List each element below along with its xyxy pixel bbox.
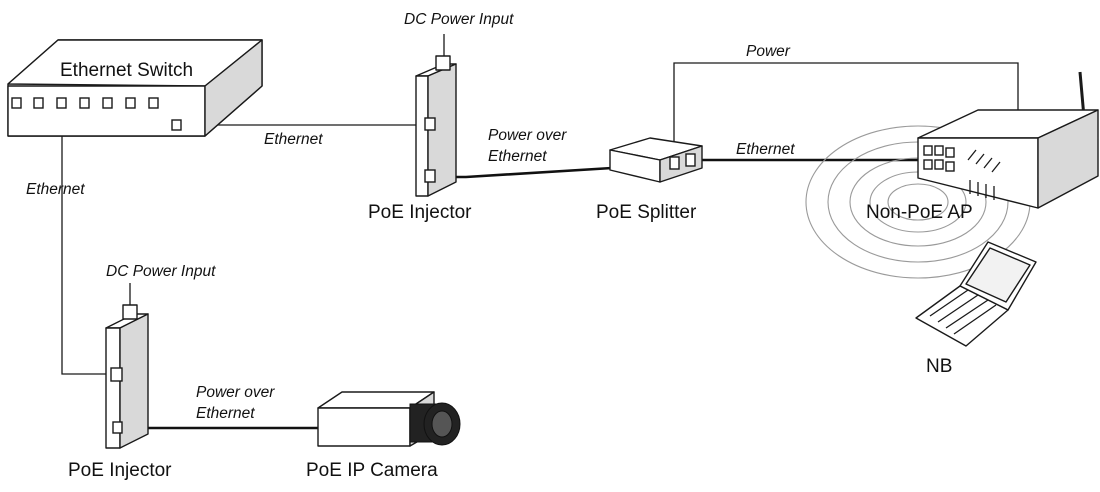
ap-port	[945, 161, 955, 172]
poe-label-top-line2: Ethernet	[488, 148, 547, 165]
poe-splitter: PoE Splitter	[596, 137, 703, 223]
laptop-key-row	[945, 299, 989, 329]
splitter-label: PoE Splitter	[596, 202, 697, 223]
switch-port	[102, 97, 113, 109]
injector-side-face	[119, 313, 149, 449]
injector-top-label: PoE Injector	[368, 202, 472, 223]
injector-dc-jack	[435, 55, 451, 71]
switch-port	[33, 97, 44, 109]
switch-port	[11, 97, 22, 109]
laptop-key-row	[929, 289, 969, 317]
wire-power-to-ap	[673, 62, 1019, 160]
ap-ports	[923, 145, 955, 172]
injector-dc-jack	[122, 304, 138, 320]
laptop-keyboard	[915, 285, 1009, 347]
poe-injector-bottom: PoE Injector	[68, 304, 172, 481]
injector-data-in-port	[424, 117, 436, 131]
switch-port	[79, 97, 90, 109]
injector-poe-out-port	[424, 169, 436, 183]
wire-poe-top	[434, 166, 613, 179]
wave-ring	[887, 183, 949, 221]
ap-vent	[967, 149, 977, 161]
ap-port	[923, 145, 933, 156]
ap-port	[945, 147, 955, 158]
switch-port	[148, 97, 159, 109]
switch-port	[125, 97, 136, 109]
laptop-key-row	[953, 304, 997, 335]
ap-vents	[967, 149, 1001, 200]
ap-vent	[991, 161, 1001, 173]
ap-label: Non-PoE AP	[866, 202, 973, 223]
poe-label-bottom-line2: Ethernet	[196, 405, 255, 422]
camera-front-face	[317, 407, 411, 447]
ap-port	[934, 159, 944, 170]
switch-port	[171, 119, 182, 131]
injector-bottom-label: PoE Injector	[68, 460, 172, 481]
splitter-ethernet-port	[685, 153, 696, 167]
laptop-label: NB	[926, 356, 952, 377]
power-label: Power	[746, 43, 791, 60]
ap-port	[923, 159, 933, 170]
poe-injector-top: PoE Injector	[368, 55, 472, 223]
injector-data-in-port	[110, 367, 123, 382]
ip-camera: PoE IP Camera	[306, 391, 461, 481]
ap-side-face	[1037, 109, 1099, 209]
switch-port	[56, 97, 67, 109]
laptop: NB	[915, 241, 1037, 377]
connection-labels: DC Power Input DC Power Input Ethernet E…	[26, 11, 795, 422]
ethernet-label-switch-down: Ethernet	[26, 181, 85, 198]
laptop-screen-inner	[965, 247, 1031, 303]
wire-switch-to-bottom-injector	[61, 104, 118, 375]
camera-label: PoE IP Camera	[306, 460, 438, 481]
access-point: Non-PoE AP	[866, 71, 1099, 223]
ap-port	[934, 145, 944, 156]
switch-ports	[11, 97, 182, 131]
dc-power-label-bottom: DC Power Input	[106, 263, 216, 280]
poe-label-top-line1: Power over	[488, 127, 567, 144]
ethernet-switch: Ethernet Switch	[7, 39, 263, 137]
splitter-power-port	[669, 156, 680, 170]
poe-label-bottom-line1: Power over	[196, 384, 275, 401]
laptop-key-row	[937, 294, 979, 323]
camera-lens-glass	[431, 410, 453, 438]
ethernet-label-splitter-ap: Ethernet	[736, 141, 795, 158]
dc-power-label-top: DC Power Input	[404, 11, 514, 28]
ap-vent	[975, 153, 985, 165]
switch-label: Ethernet Switch	[60, 60, 193, 81]
injector-poe-out-port	[112, 421, 123, 434]
ethernet-label-switch-injector: Ethernet	[264, 131, 323, 148]
switch-side-face	[204, 39, 263, 137]
ap-vent	[983, 157, 993, 169]
